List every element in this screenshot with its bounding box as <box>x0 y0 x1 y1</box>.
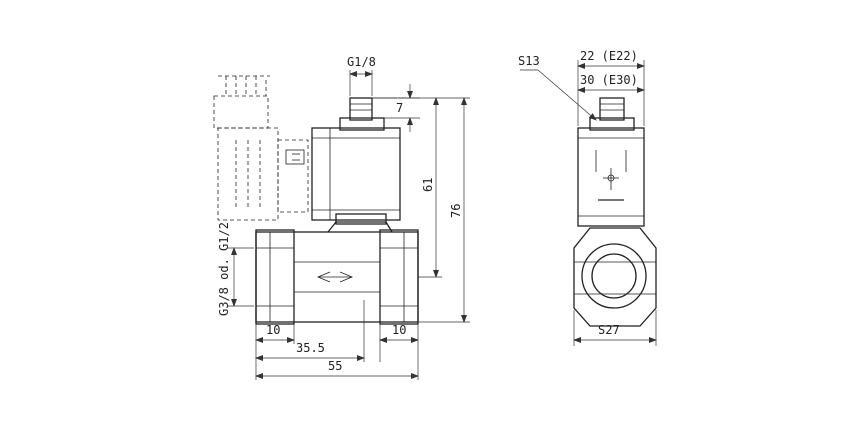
dim-total-length: 55 <box>328 359 342 373</box>
stem-front <box>589 117 635 131</box>
dim-center-distance: 35.5 <box>296 341 325 355</box>
dim-height-61: 61 <box>421 178 435 192</box>
dim-thread-top: G1/8 <box>347 55 376 69</box>
coil-front <box>577 127 645 227</box>
dim-left-port: 10 <box>266 323 280 337</box>
stem-nut <box>339 117 385 131</box>
coil <box>311 127 401 221</box>
dim-height-76: 76 <box>449 204 463 218</box>
ground-symbol-icon <box>603 168 619 190</box>
dim-wrench-body: S27 <box>598 323 620 337</box>
right-port <box>379 229 419 325</box>
dim-stem-height: 7 <box>396 101 403 115</box>
body-hex <box>573 227 657 327</box>
port-outer-circle <box>581 243 647 309</box>
flow-arrow-icon <box>316 271 354 283</box>
connector-plug <box>213 75 309 221</box>
stem <box>349 97 373 121</box>
dim-coil-22: 22 (E22) <box>580 49 638 63</box>
end-view: S13 22 (E22) 30 (E30) S27 <box>518 49 657 346</box>
side-view: G1/8 7 61 76 G3/8 od. G1/2 10 10 <box>213 55 470 380</box>
dim-coil-30: 30 (E30) <box>580 73 638 87</box>
dim-wrench-coil: S13 <box>518 54 540 68</box>
dim-right-port: 10 <box>392 323 406 337</box>
left-port <box>255 229 295 325</box>
bonnet-nut <box>327 221 393 233</box>
dim-port-thread: G3/8 od. G1/2 <box>217 222 231 316</box>
port-inner-circle <box>591 253 637 299</box>
